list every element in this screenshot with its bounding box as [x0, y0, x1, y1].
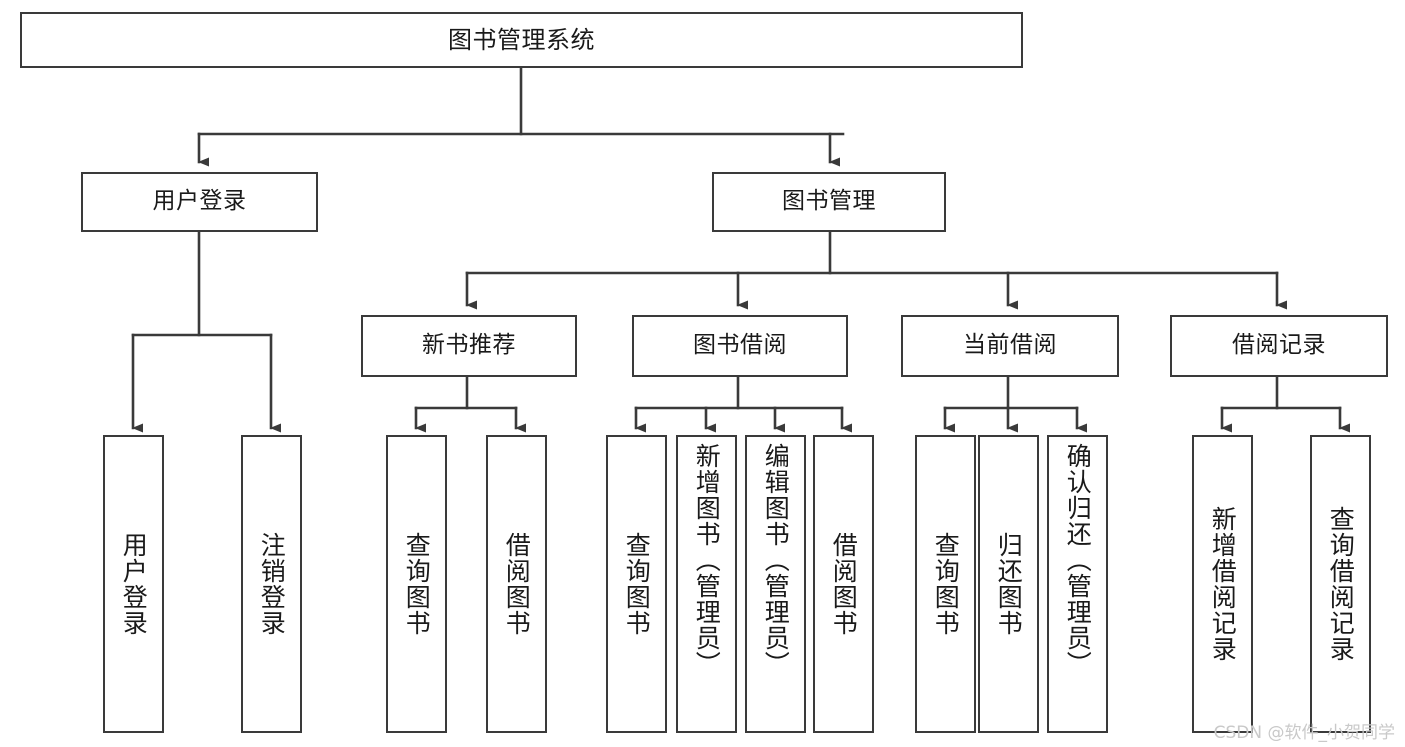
node-leaf-borrow-book[interactable]: 借阅图书 — [813, 435, 874, 733]
node-leaf-query-borrow-record[interactable]: 查询借阅记录 — [1310, 435, 1371, 733]
node-label: 当前借阅 — [963, 332, 1057, 359]
node-label: 归还图书 — [994, 532, 1024, 636]
node-leaf-add-book-admin[interactable]: 新增图书（管理员） — [676, 435, 737, 733]
node-label: 编辑图书（管理员） — [761, 443, 791, 677]
node-leaf-user-login[interactable]: 用户登录 — [103, 435, 164, 733]
node-label: 查询图书 — [402, 532, 432, 636]
node-label: 借阅图书 — [829, 532, 859, 636]
node-label: 查询借阅记录 — [1326, 506, 1356, 662]
node-label: 图书借阅 — [693, 332, 787, 359]
node-leaf-confirm-return-admin[interactable]: 确认归还（管理员） — [1047, 435, 1108, 733]
node-leaf-logout[interactable]: 注销登录 — [241, 435, 302, 733]
node-label: 新增借阅记录 — [1208, 506, 1238, 662]
node-leaf-return-book[interactable]: 归还图书 — [978, 435, 1039, 733]
node-root-book-management-system[interactable]: 图书管理系统 — [20, 12, 1023, 68]
node-leaf-query-book-current[interactable]: 查询图书 — [915, 435, 976, 733]
csdn-watermark: CSDN @软件_小贺同学 — [1213, 723, 1395, 743]
node-label: 新书推荐 — [422, 332, 516, 359]
node-current-borrowing[interactable]: 当前借阅 — [901, 315, 1119, 377]
node-leaf-edit-book-admin[interactable]: 编辑图书（管理员） — [745, 435, 806, 733]
node-new-book-recommendation[interactable]: 新书推荐 — [361, 315, 577, 377]
node-label: 注销登录 — [257, 532, 287, 636]
node-label: 用户登录 — [119, 532, 149, 636]
node-leaf-query-book-borrow[interactable]: 查询图书 — [606, 435, 667, 733]
node-book-borrowing[interactable]: 图书借阅 — [632, 315, 848, 377]
node-borrowing-record[interactable]: 借阅记录 — [1170, 315, 1388, 377]
node-label: 用户登录 — [152, 188, 247, 215]
node-leaf-query-book-new[interactable]: 查询图书 — [386, 435, 447, 733]
node-label: 借阅记录 — [1232, 332, 1326, 359]
node-label: 图书管理 — [782, 188, 876, 215]
node-label: 图书管理系统 — [448, 25, 595, 54]
node-user-login[interactable]: 用户登录 — [81, 172, 318, 232]
node-leaf-borrow-book-new[interactable]: 借阅图书 — [486, 435, 547, 733]
node-leaf-add-borrow-record[interactable]: 新增借阅记录 — [1192, 435, 1253, 733]
node-label: 新增图书（管理员） — [692, 443, 722, 677]
node-book-management[interactable]: 图书管理 — [712, 172, 946, 232]
node-label: 借阅图书 — [502, 532, 532, 636]
node-label: 确认归还（管理员） — [1063, 443, 1093, 677]
node-label: 查询图书 — [622, 532, 652, 636]
node-label: 查询图书 — [931, 532, 961, 636]
